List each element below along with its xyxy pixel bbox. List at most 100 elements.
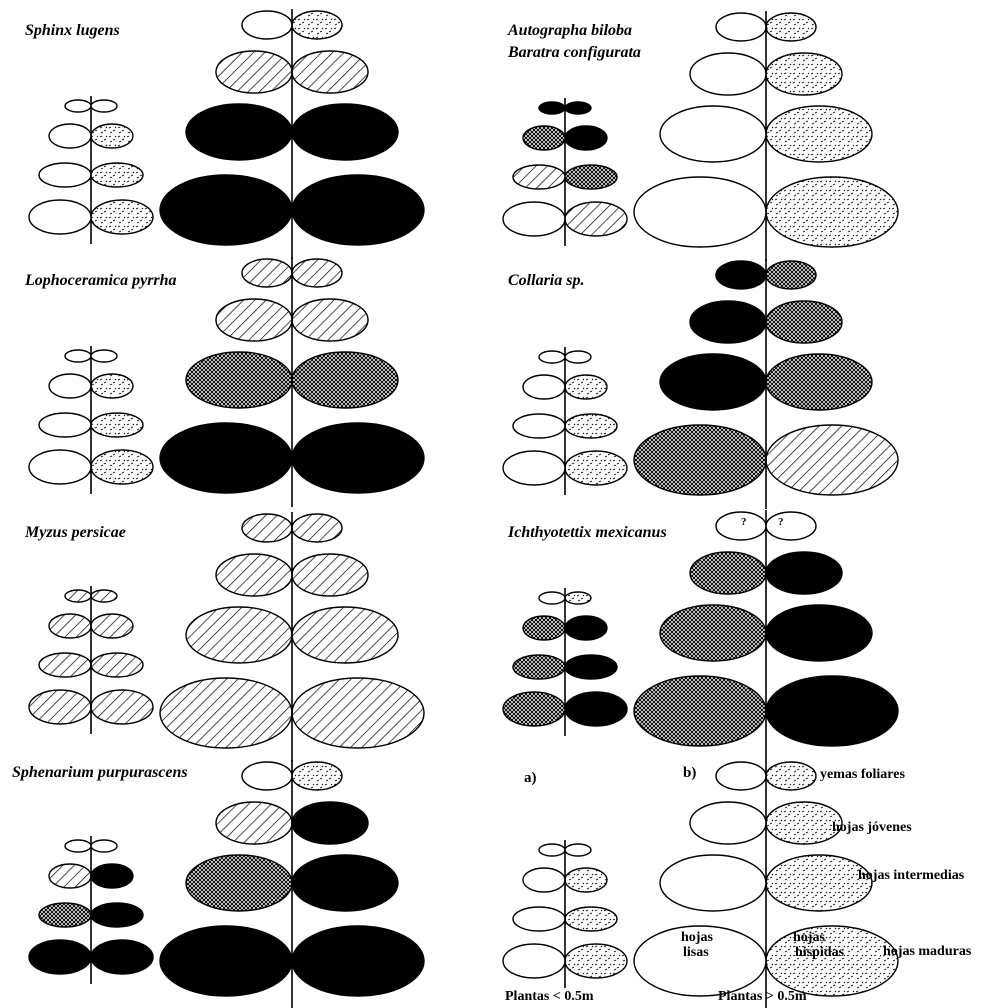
plant-large-collaria-sp-leaf-row1-right xyxy=(765,260,817,290)
species-title-myzus-persicae: Myzus persicae xyxy=(25,524,126,541)
legend-label-b: b) xyxy=(683,765,697,781)
plant-small-sphenarium-purpurascens-leaf-row3-left xyxy=(38,902,92,928)
plant-small-ichthyotettix-mexicanus xyxy=(502,588,628,736)
plant-small-lophoceramica-pyrrha-leaf-row1-left xyxy=(64,349,92,363)
plant-large-sphinx-lugens-leaf-row1-right xyxy=(291,10,343,40)
plant-small-autographa-biloba-baratra-configurata-leaf-row3-right xyxy=(564,164,618,190)
plant-small-ichthyotettix-mexicanus-leaf-row2-left xyxy=(522,615,566,641)
plant-small-autographa-biloba-baratra-configurata-leaf-row1-right xyxy=(564,101,592,115)
plant-small-lophoceramica-pyrrha xyxy=(28,346,154,494)
plant-large-autographa-biloba-baratra-configurata-leaf-row1-right xyxy=(765,12,817,42)
plant-large-myzus-persicae-leaf-row3-right xyxy=(291,606,399,664)
plant-large-sphinx-lugens-leaf-row3-right xyxy=(291,103,399,161)
plant-large-sphenarium-purpurascens-leaf-row1-left xyxy=(241,761,293,791)
plant-large-autographa-biloba-baratra-configurata xyxy=(633,11,899,261)
plant-small-sphinx-lugens-leaf-row3-left xyxy=(38,162,92,188)
species-title-collaria-sp: Collaria sp. xyxy=(508,272,585,289)
plant-small-ichthyotettix-mexicanus-leaf-row3-left xyxy=(512,654,566,680)
plant-large-autographa-biloba-baratra-configurata-leaf-row3-right xyxy=(765,105,873,163)
legend-smooth-leaves-line2: lisas xyxy=(683,945,709,960)
species-title-autographa-biloba: Autographa biloba xyxy=(508,22,633,39)
plant-large-sphenarium-purpurascens-leaf-row4-right xyxy=(291,925,425,997)
plant-large-ichthyotettix-mexicanus-leaf-row2-left xyxy=(689,551,767,595)
plant-large-ichthyotettix-mexicanus-leaf-row3-left xyxy=(659,604,767,662)
plant-large-myzus-persicae xyxy=(159,512,425,762)
legend-plant-large-leaf-row3-left xyxy=(659,854,767,912)
legend-plant-small-leaf-row3-left xyxy=(512,906,566,932)
legend-hojas-intermedias: hojas intermedias xyxy=(858,868,965,883)
species-title-baratra-configurata: Baratra configurata xyxy=(508,44,641,61)
plant-small-autographa-biloba-baratra-configurata-leaf-row2-left xyxy=(522,125,566,151)
plant-small-sphenarium-purpurascens-leaf-row3-right xyxy=(90,902,144,928)
plant-small-autographa-biloba-baratra-configurata-leaf-row3-left xyxy=(512,164,566,190)
plant-small-sphenarium-purpurascens-leaf-row4-right xyxy=(90,939,154,975)
plant-small-lophoceramica-pyrrha-leaf-row3-left xyxy=(38,412,92,438)
plant-small-sphinx-lugens-leaf-row1-left xyxy=(64,99,92,113)
plant-small-autographa-biloba-baratra-configurata-leaf-row1-left xyxy=(538,101,566,115)
plant-small-ichthyotettix-mexicanus-leaf-row4-right xyxy=(564,691,628,727)
plant-large-myzus-persicae-leaf-row2-left xyxy=(215,553,293,597)
legend-plant-small-leaf-row2-right xyxy=(564,867,608,893)
plant-small-myzus-persicae-leaf-row1-right xyxy=(90,589,118,603)
plant-small-collaria-sp-leaf-row3-right xyxy=(564,413,618,439)
plant-small-collaria-sp-leaf-row4-right xyxy=(564,450,628,486)
plant-small-sphinx-lugens xyxy=(28,96,154,244)
plant-large-ichthyotettix-mexicanus-leaf-row3-right xyxy=(765,604,873,662)
plant-large-autographa-biloba-baratra-configurata-leaf-row2-left xyxy=(689,52,767,96)
plant-small-sphenarium-purpurascens-leaf-row2-left xyxy=(48,863,92,889)
plant-small-autographa-biloba-baratra-configurata xyxy=(502,98,628,246)
legend-plant-large-leaf-row3-right xyxy=(765,854,873,912)
plant-small-myzus-persicae-leaf-row1-left xyxy=(64,589,92,603)
plant-small-lophoceramica-pyrrha-leaf-row4-left xyxy=(28,449,92,485)
plant-large-sphenarium-purpurascens-leaf-row3-left xyxy=(185,854,293,912)
plant-large-lophoceramica-pyrrha-leaf-row4-right xyxy=(291,422,425,494)
plant-large-collaria-sp-leaf-row4-left xyxy=(633,424,767,496)
plant-small-collaria-sp-leaf-row2-left xyxy=(522,374,566,400)
species-title-sphinx-lugens: Sphinx lugens xyxy=(25,22,120,39)
legend-hojas-jovenes: hojas jóvenes xyxy=(832,820,912,835)
plant-small-myzus-persicae-leaf-row4-left xyxy=(28,689,92,725)
plant-large-lophoceramica-pyrrha-leaf-row3-right xyxy=(291,351,399,409)
plant-small-ichthyotettix-mexicanus-leaf-row3-right xyxy=(564,654,618,680)
plant-large-ichthyotettix-mexicanus xyxy=(633,510,899,760)
plant-large-collaria-sp-leaf-row2-left xyxy=(689,300,767,344)
legend-plant-large xyxy=(633,760,899,1008)
plant-large-autographa-biloba-baratra-configurata-leaf-row3-left xyxy=(659,105,767,163)
plant-small-collaria-sp-leaf-row3-left xyxy=(512,413,566,439)
plant-small-sphinx-lugens-leaf-row2-right xyxy=(90,123,134,149)
legend-plant-small-leaf-row4-left xyxy=(502,943,566,979)
plant-large-collaria-sp-leaf-row3-right xyxy=(765,353,873,411)
plant-large-collaria-sp-leaf-row3-left xyxy=(659,353,767,411)
plant-small-sphinx-lugens-leaf-row2-left xyxy=(48,123,92,149)
legend-plant-small-leaf-row3-right xyxy=(564,906,618,932)
plant-large-myzus-persicae-leaf-row1-left xyxy=(241,513,293,543)
legend-plant-small-leaf-row4-right xyxy=(564,943,628,979)
plant-large-ichthyotettix-mexicanus-leaf-row4-left xyxy=(633,675,767,747)
plant-small-autographa-biloba-baratra-configurata-leaf-row2-right xyxy=(564,125,608,151)
plant-small-myzus-persicae-leaf-row3-right xyxy=(90,652,144,678)
plant-large-sphenarium-purpurascens xyxy=(159,760,425,1008)
plant-large-lophoceramica-pyrrha-leaf-row1-left xyxy=(241,258,293,288)
legend-plant-small-leaf-row1-right xyxy=(564,843,592,857)
legend-yemas-foliares: yemas foliares xyxy=(820,767,905,782)
plant-large-myzus-persicae-leaf-row1-right xyxy=(291,513,343,543)
plant-large-sphenarium-purpurascens-leaf-row2-left xyxy=(215,801,293,845)
plant-large-myzus-persicae-leaf-row4-right xyxy=(291,677,425,749)
plant-small-myzus-persicae xyxy=(28,586,154,734)
plant-small-autographa-biloba-baratra-configurata-leaf-row4-right xyxy=(564,201,628,237)
legend-plant-large-leaf-row4-right xyxy=(765,925,899,997)
plant-large-collaria-sp-leaf-row1-left xyxy=(715,260,767,290)
plant-large-lophoceramica-pyrrha xyxy=(159,257,425,507)
plant-small-collaria-sp-leaf-row1-right xyxy=(564,350,592,364)
plant-small-lophoceramica-pyrrha-leaf-row2-left xyxy=(48,373,92,399)
plant-small-collaria-sp-leaf-row1-left xyxy=(538,350,566,364)
plant-large-lophoceramica-pyrrha-leaf-row2-right xyxy=(291,298,369,342)
plant-small-myzus-persicae-leaf-row4-right xyxy=(90,689,154,725)
plant-large-sphinx-lugens-leaf-row2-left xyxy=(215,50,293,94)
plant-small-ichthyotettix-mexicanus-leaf-row1-left xyxy=(538,591,566,605)
plant-small-ichthyotettix-mexicanus-leaf-row1-right xyxy=(564,591,592,605)
plant-small-ichthyotettix-mexicanus-leaf-row2-right xyxy=(564,615,608,641)
legend-plant-large-leaf-row1-right xyxy=(765,761,817,791)
